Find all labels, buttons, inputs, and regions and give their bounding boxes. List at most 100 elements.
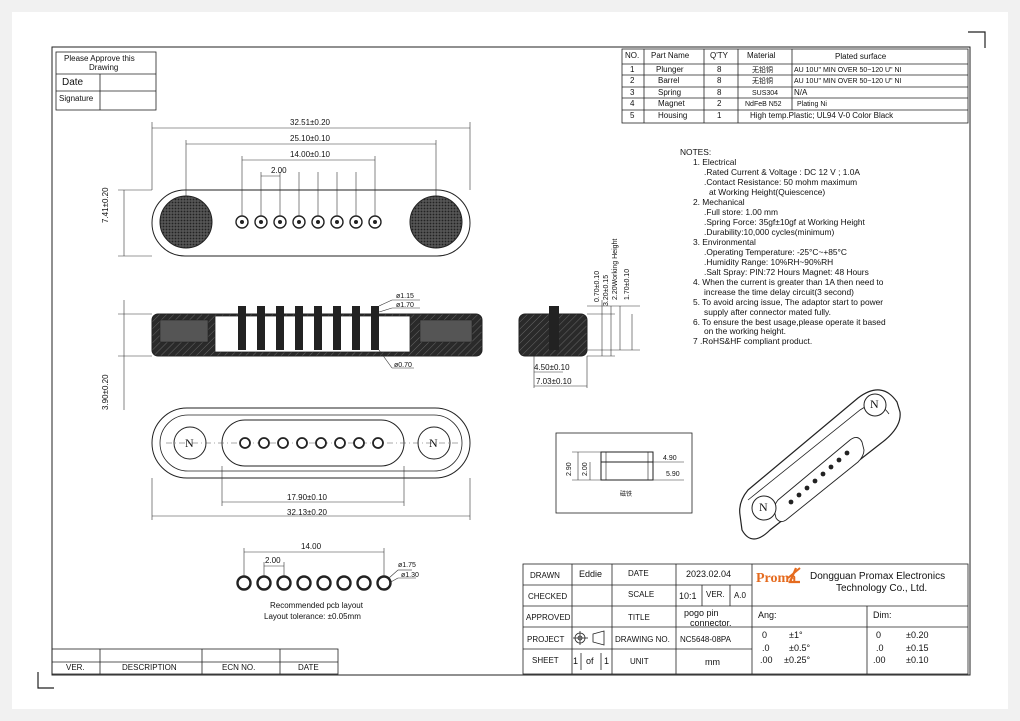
bom-row-part: Plunger	[656, 65, 684, 74]
bom-header-plated: Plated surface	[835, 52, 887, 61]
bom-row-qty: 8	[717, 76, 722, 85]
dim-bottom-overall: 32.13±0.20	[287, 508, 327, 517]
bom-row-plated: Plating Ni	[797, 101, 827, 108]
isometric-view	[739, 389, 901, 540]
note-line: 6. To ensure the best usage,please opera…	[693, 317, 886, 327]
note-line: .Rated Current & Voltage : DC 12 V ; 1.0…	[704, 167, 860, 177]
dim-v2: 3.20±0.15	[603, 274, 610, 306]
bom-row-part: Spring	[658, 88, 682, 97]
tol-dim-val: ±0.20	[906, 630, 929, 640]
company-logo-text: Proma	[756, 571, 797, 586]
magnet-n-left: N	[185, 436, 194, 450]
bom-row-no: 5	[630, 111, 635, 120]
bom-row-plated: AU 10U" MIN OVER 50~120 U" NI	[794, 67, 902, 74]
tol-ang-key: 0	[762, 630, 768, 640]
dim-pin-span: 14.00±0.10	[290, 150, 330, 159]
side-section-view	[118, 299, 483, 410]
note-line: .Humidity Range: 10%RH~90%RH	[704, 257, 834, 267]
bom-row-part: Barrel	[658, 76, 680, 85]
tb-drawn-value: Eddie	[579, 569, 603, 579]
tol-dim-label: Dim:	[873, 610, 892, 620]
dim-side-height: 3.90±0.20	[101, 374, 110, 410]
notes-title: NOTES:	[680, 147, 712, 157]
tol-dim-key: .00	[873, 655, 886, 665]
tol-dim-val: ±0.15	[906, 643, 929, 653]
bom-row-material: 无铅铜	[752, 78, 773, 85]
note-line: 2. Mechanical	[693, 197, 745, 207]
pcb-caption-2: Layout tolerance: ±0.05mm	[264, 612, 361, 621]
top-view	[118, 122, 471, 257]
projection-symbol-icon	[573, 630, 605, 646]
note-line: .Contact Resistance: 50 mohm maximum	[704, 177, 858, 187]
tb-unit-label: UNIT	[630, 657, 649, 666]
tb-drawing-no-value: NC5648-08PA	[680, 635, 731, 644]
approval-box	[55, 51, 157, 111]
dim-side-d2: ø1.70	[396, 302, 414, 309]
dim-side-d1: ø1.15	[396, 293, 414, 300]
tb-title-label: TITLE	[628, 613, 650, 622]
tol-ang-key: .00	[760, 655, 773, 665]
rev-header-ecn: ECN NO.	[222, 663, 256, 672]
detail-h2: 2.00	[582, 462, 589, 476]
bom-row-qty: 8	[717, 88, 722, 97]
tb-date-value: 2023.02.04	[686, 569, 732, 579]
rev-header-description: DESCRIPTION	[122, 663, 177, 672]
detail-label: 磁铁	[620, 492, 633, 498]
tb-sheet-value: 1	[573, 656, 579, 666]
bom-row-no: 4	[630, 99, 635, 108]
revision-table-grid	[51, 648, 339, 675]
end-section-view	[518, 300, 640, 388]
note-line: 7 .RoHS&HF compliant product.	[693, 336, 813, 346]
bom-row-qty: 2	[717, 99, 722, 108]
pcb-d2: ø1.30	[401, 572, 419, 579]
tol-ang-val: ±1°	[789, 630, 803, 640]
bom-row-plated: AU 10U" MIN OVER 50~120 U" NI	[794, 78, 902, 85]
approve-signature-label: Signature	[59, 94, 94, 103]
tb-sheet-total: 1	[604, 656, 610, 666]
bom-header-part: Part Name	[651, 51, 690, 60]
bom-row-qty: 8	[717, 65, 722, 74]
approve-title-2: Drawing	[89, 63, 119, 72]
bom-row-no: 1	[630, 65, 635, 74]
tol-dim-key: .0	[876, 643, 884, 653]
dim-v4: 1.70±0.10	[624, 268, 631, 300]
company-name-1: Dongguan Promax Electronics	[810, 571, 946, 582]
tb-checked-label: CHECKED	[528, 592, 568, 601]
pcb-pitch: 2.00	[265, 556, 281, 565]
tb-scale-value: 10:1	[679, 591, 697, 601]
bom-row-qty: 1	[717, 111, 722, 120]
bom-row-plated: N/A	[794, 88, 808, 97]
drawing-frame	[51, 46, 971, 676]
detail-w2: 5.90	[666, 471, 680, 478]
title-block-grid	[522, 563, 969, 675]
approve-date-label: Date	[62, 77, 84, 88]
tb-scale-label: SCALE	[628, 590, 655, 599]
dim-height: 7.41±0.20	[101, 187, 110, 223]
tol-ang-label: Ang:	[758, 610, 777, 620]
note-line: 4. When the current is greater than 1A t…	[693, 277, 884, 287]
pcb-caption-1: Recommended pcb layout	[270, 601, 363, 610]
company-name-2: Technology Co., Ltd.	[836, 583, 928, 594]
note-line: .Durability:10,000 cycles(minimum)	[704, 227, 835, 237]
bom-row-no: 3	[630, 88, 635, 97]
dim-v3: 2.20Working Height	[612, 238, 619, 300]
tb-date-label: DATE	[628, 569, 649, 578]
note-line: increase the time delay circuit(3 second…	[704, 287, 854, 297]
note-line: .Spring Force: 35gf±10gf at Working Heig…	[704, 217, 865, 227]
iso-magnet-n-top: N	[870, 397, 879, 411]
note-line: 1. Electrical	[693, 157, 737, 167]
detail-h1: 2.90	[566, 462, 573, 476]
tb-ver-value: A.0	[734, 591, 747, 600]
bom-header-no: NO.	[625, 51, 640, 60]
iso-magnet-n-bottom: N	[759, 500, 768, 514]
dim-end-w2: 7.03±0.10	[536, 377, 572, 386]
note-line: .Full store: 1.00 mm	[704, 207, 779, 217]
dim-v1: 0.70±0.10	[594, 270, 601, 302]
tol-ang-key: .0	[762, 643, 770, 653]
magnet-n-right: N	[429, 436, 438, 450]
bom-row-material: High temp.Plastic; UL94 V-0 Color Black	[750, 111, 894, 120]
pcb-d1: ø1.75	[398, 562, 416, 569]
dim-side-d3: ø0.70	[394, 362, 412, 369]
note-line: at Working Height(Quiescence)	[709, 187, 826, 197]
